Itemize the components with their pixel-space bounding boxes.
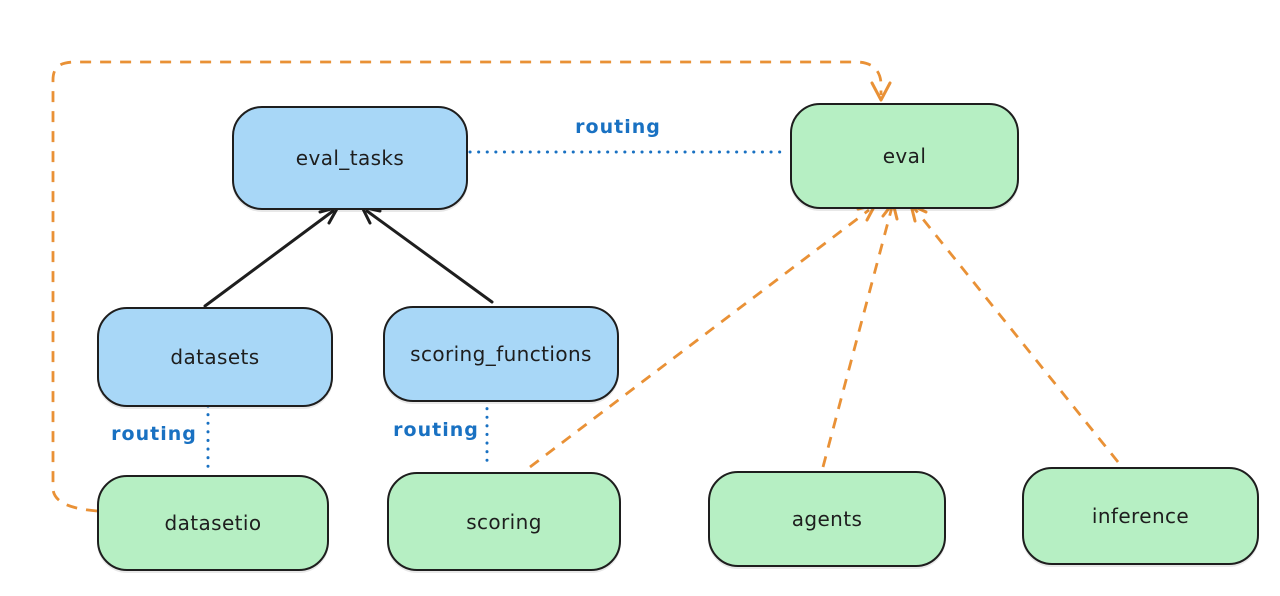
edge-agents-to-eval	[821, 206, 894, 468]
edge-label-routing-eval-tasks-eval: routing	[575, 116, 661, 138]
node-agents: agents	[708, 471, 946, 567]
edge-datasets-to-eval-tasks	[203, 209, 335, 308]
node-datasets-label: datasets	[170, 345, 260, 369]
edge-datasetio-to-eval-arrowhead	[870, 81, 892, 102]
node-datasetio: datasetio	[97, 475, 329, 571]
node-eval-tasks-label: eval_tasks	[295, 146, 405, 170]
node-inference-label: inference	[1091, 504, 1190, 528]
edge-scoring-functions-to-eval-tasks	[365, 209, 494, 304]
edge-datasetio-to-eval	[51, 60, 883, 513]
edge-label-routing-datasets-datasetio: routing	[111, 423, 197, 445]
edge-scoring-to-eval	[529, 208, 870, 469]
node-eval-label: eval	[882, 144, 927, 168]
edge-label-routing-scoring-functions-scoring: routing	[393, 419, 479, 441]
node-eval: eval	[790, 103, 1019, 209]
node-scoring-functions: scoring_functions	[383, 306, 619, 402]
node-inference: inference	[1022, 467, 1259, 565]
node-scoring-functions-label: scoring_functions	[410, 342, 592, 366]
node-scoring-label: scoring	[466, 509, 542, 534]
node-eval-tasks: eval_tasks	[232, 106, 468, 210]
node-datasetio-label: datasetio	[164, 511, 262, 535]
edge-inference-to-eval	[912, 207, 1120, 463]
node-scoring: scoring	[387, 472, 621, 571]
node-agents-label: agents	[791, 507, 863, 531]
node-datasets: datasets	[97, 307, 333, 407]
